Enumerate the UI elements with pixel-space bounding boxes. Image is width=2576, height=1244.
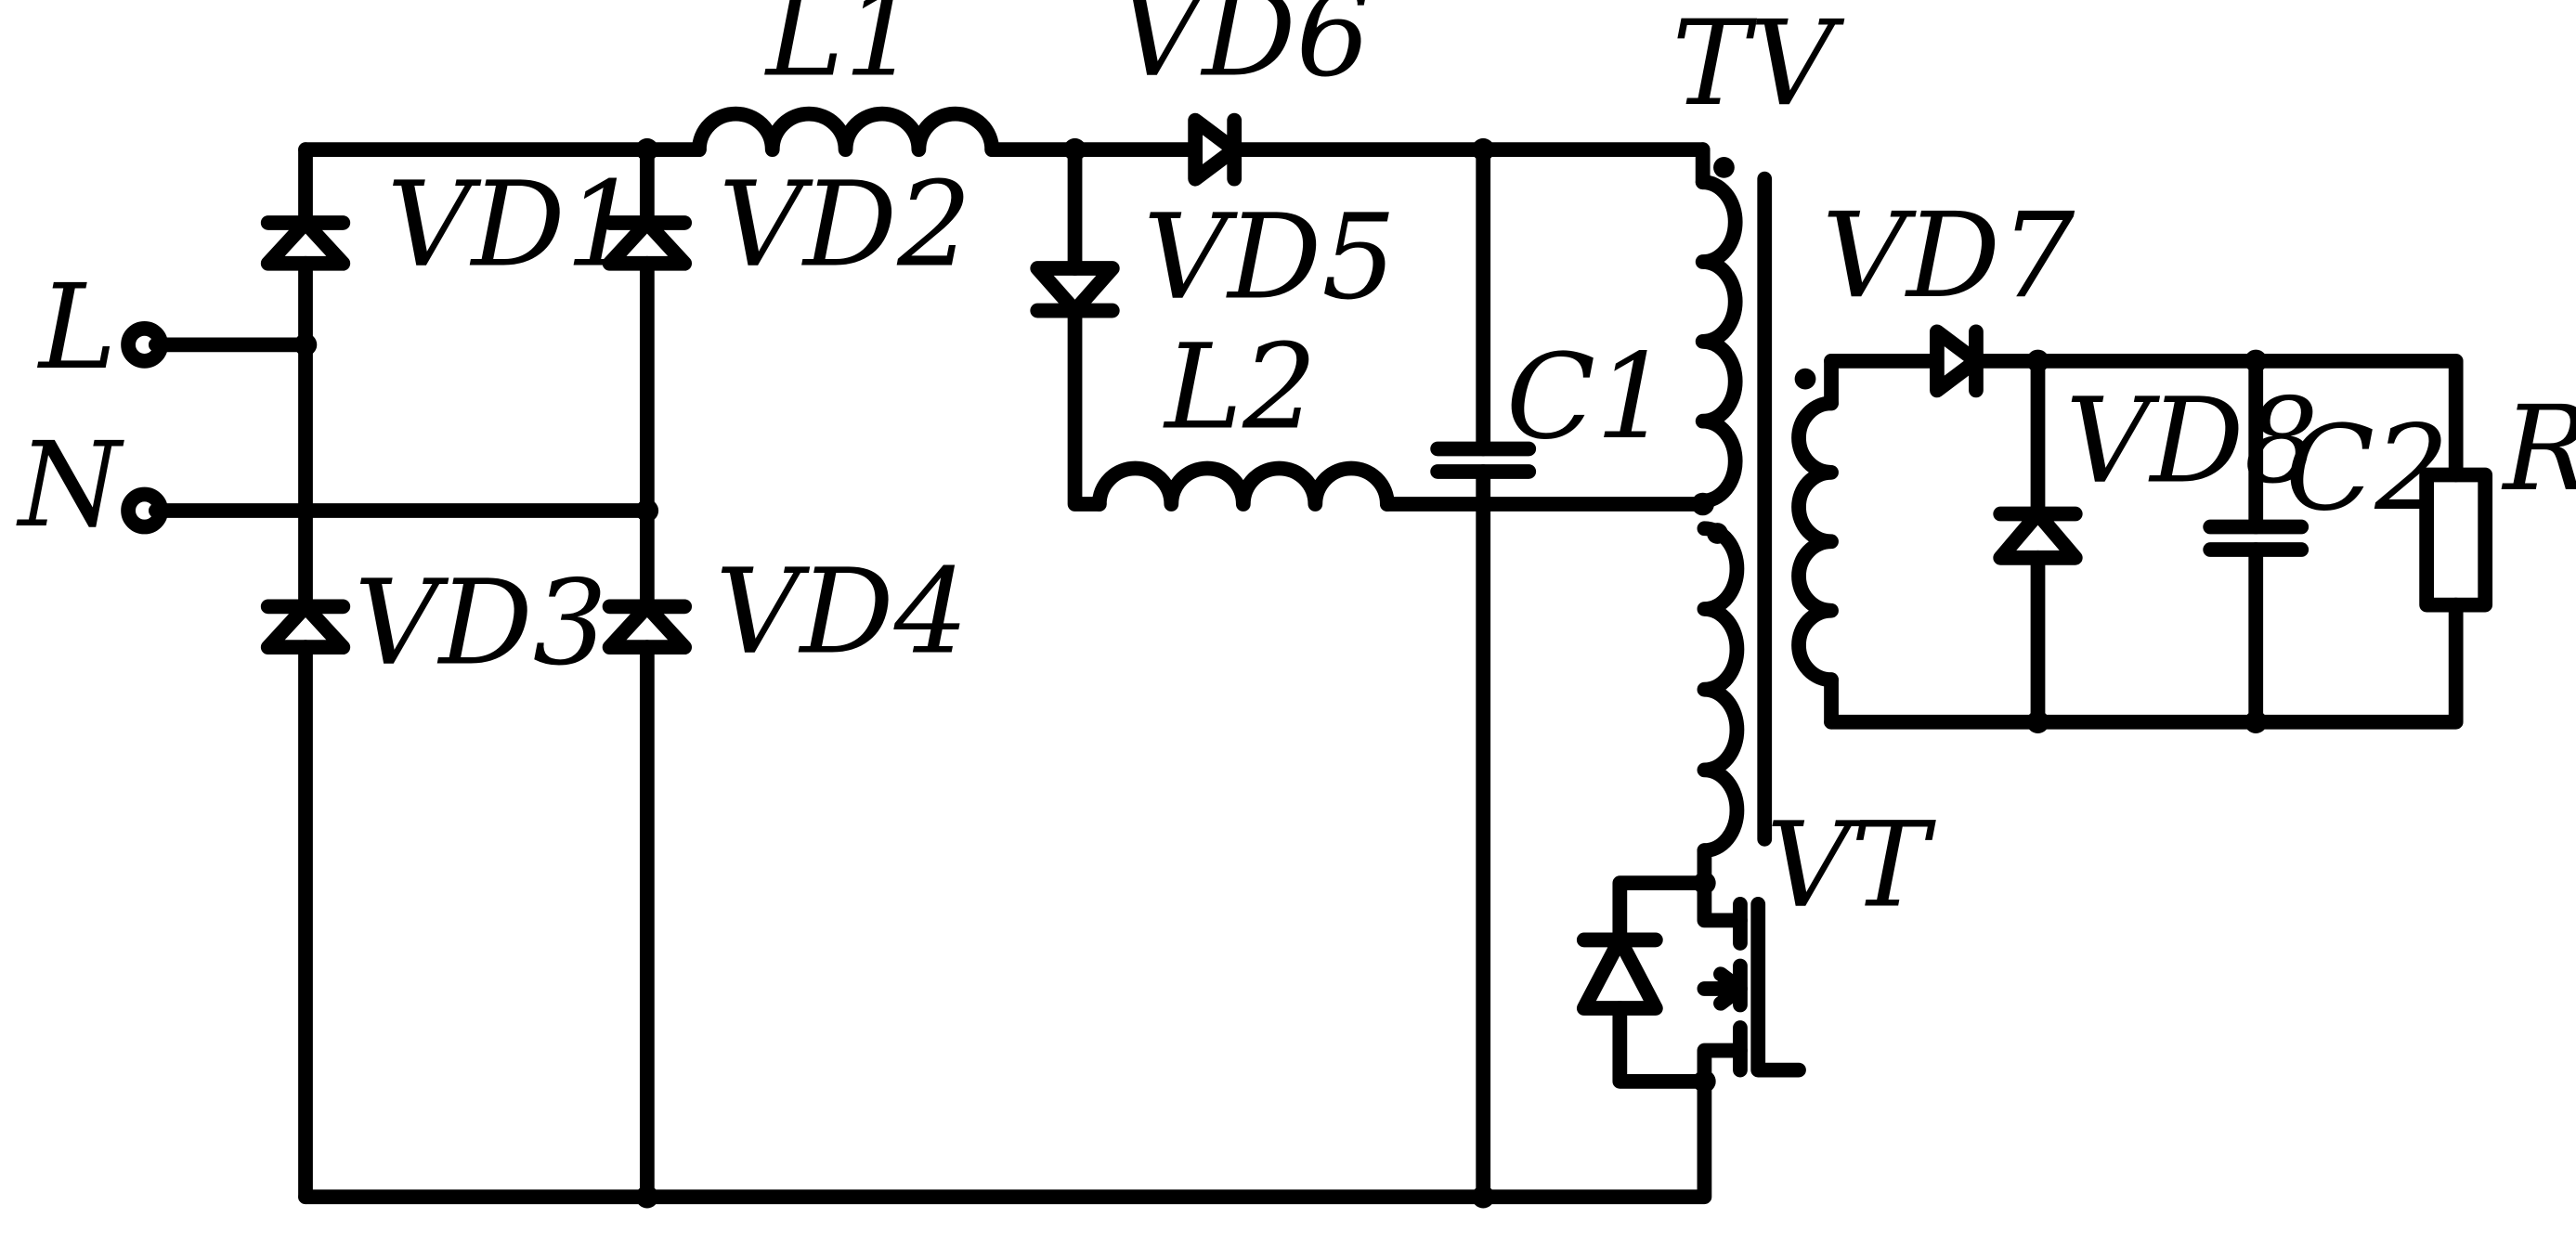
inductor-l2-symbol: [1091, 460, 1395, 512]
diode-vd2-symbol: [602, 215, 693, 271]
label-vd5: VD5: [1143, 189, 1396, 326]
junction-dot: [293, 333, 318, 356]
junction-dot: [1693, 1069, 1716, 1094]
diode-vd6-symbol: [1188, 112, 1242, 187]
junction-dot: [2244, 710, 2268, 733]
label-l1: L1: [764, 0, 918, 103]
diode-vd4-symbol: [602, 599, 693, 655]
terminal-l: [121, 320, 168, 369]
junction-dot: [635, 499, 659, 523]
diode-vd7-symbol: [1930, 324, 1984, 398]
junction-dot: [635, 1185, 659, 1209]
junction-dot: [1471, 137, 1495, 162]
label-vd6: VD6: [1117, 0, 1370, 103]
junction-dot: [2026, 349, 2049, 373]
polarity-dot: [1794, 368, 1816, 390]
transformer-tv-symbol: [1695, 157, 1839, 858]
label-c1: C1: [1506, 329, 1671, 465]
label-tv: TV: [1672, 0, 1844, 132]
junction-dot: [2026, 710, 2049, 733]
label-c2: C2: [2285, 400, 2450, 537]
junction-dot: [2244, 349, 2268, 373]
label-vd1: VD1: [387, 157, 640, 293]
label-l2: L2: [1163, 319, 1317, 456]
junction-dot: [1691, 492, 1714, 516]
label-vt: VT: [1766, 797, 1936, 934]
capacitor-c1-symbol: [1430, 441, 1537, 479]
inductor-l1-symbol: [692, 106, 1000, 158]
diode-vd3-symbol: [260, 599, 351, 655]
resistor-r-symbol: [2419, 467, 2493, 613]
label-vd2: VD2: [719, 157, 971, 293]
diode-vd8-symbol: [1993, 506, 2083, 565]
junction-dot: [1063, 137, 1086, 162]
label-vd4: VD4: [715, 543, 968, 680]
label-vd7: VD7: [1822, 188, 2075, 324]
junction-dot: [1471, 1185, 1495, 1209]
label-r: R: [2501, 381, 2576, 517]
label-vd8: VD8: [2065, 372, 2318, 509]
capacitor-c2-symbol: [2203, 519, 2309, 557]
label-vd3: VD3: [355, 555, 607, 692]
diode-vd5-symbol: [1030, 261, 1120, 318]
junction-dot: [635, 137, 659, 162]
polarity-dot: [1713, 157, 1735, 178]
wiring: [148, 142, 2464, 1205]
junction-dot: [1693, 871, 1716, 895]
diode-vd1-symbol: [260, 215, 351, 271]
junction-dots: [293, 137, 2268, 1209]
mosfet-vt-symbol: [1576, 843, 1806, 1089]
terminal-n: [121, 486, 168, 535]
label-n: N: [16, 417, 124, 553]
polarity-dot: [1707, 523, 1728, 544]
label-l: L: [37, 259, 117, 395]
